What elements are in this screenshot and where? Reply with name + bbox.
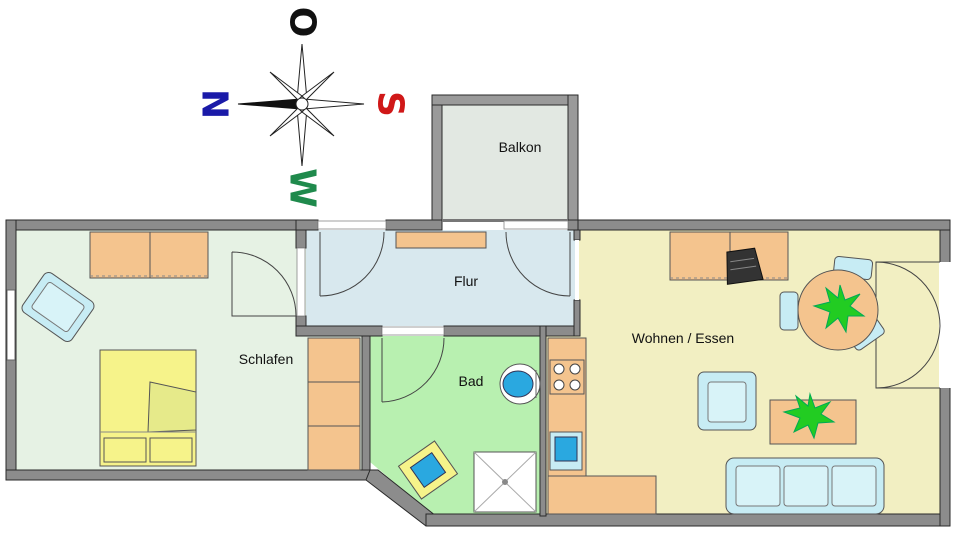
wall-closet-bad [361,335,371,471]
kitchen-counter-bottom [547,475,657,515]
walls [5,94,951,527]
closet-b [307,381,361,427]
armchair-schlafen [21,271,95,343]
wall-balkon-bottom [442,219,568,222]
doors [231,220,941,403]
bed-pillow-b [149,437,193,463]
armchair-wohnen [697,371,757,431]
wall-flur-top-a [295,219,319,231]
compass-point-ne [269,71,303,101]
schlafen-furniture [21,231,361,471]
stove [549,359,585,395]
wall-top-left [5,219,307,231]
wall-bad-kitchen [539,325,547,517]
wall-flur-wohnen-b [573,299,581,337]
compass-point-south [303,98,365,110]
wall-schlafen-flur-a [295,229,307,249]
wall-top-right [577,219,951,231]
wall-bottom-right [425,513,951,527]
sink-basin [554,436,578,462]
burner-2 [569,363,581,375]
door-gap-schlafen [296,247,306,317]
wohnen-furniture [669,231,885,515]
balkon-floor [442,105,568,220]
compass-point-se [301,71,335,101]
closet-c [307,425,361,471]
compass-center [295,97,309,111]
door-gap-wohnen [575,240,579,300]
washbasin [499,363,541,405]
compass-point-nw [269,107,303,137]
doorway-right [939,262,951,388]
closet-a [307,337,361,383]
wall-balkon-top [431,94,579,106]
room-label-flur: Flur [454,273,478,289]
wardrobe-schlafen-b [149,231,209,279]
door-wohnen-bottom [875,325,941,389]
wall-balkon-left [431,94,443,221]
wall-flur-top-b [385,219,443,231]
wall-flur-bottom-b [443,325,579,337]
compass-label-east: O [282,7,323,38]
kitchen [547,337,657,515]
wall-bottom-left [5,469,371,481]
door-gap-flur-right [503,220,569,230]
bed-blanket-fold [147,381,197,433]
door-flur-left [319,231,385,297]
compass-point-sw [301,107,335,137]
wardrobe-schlafen-a [89,231,151,279]
room-label-wohnen: Wohnen / Essen [632,330,734,346]
room-label-balkon: Balkon [499,139,542,155]
bad-furniture [397,363,541,513]
window-left [6,289,16,361]
plant-dining [812,284,866,334]
bed-pillow-a [103,437,147,463]
compass-label-north: N [194,89,235,119]
door-gap-bad [381,326,445,336]
dining-chair-left [779,291,799,331]
sideboard-a [669,231,731,281]
door-bad [381,337,445,403]
wall-flur-wohnen [573,229,581,241]
plant-coffee [782,392,836,440]
tv [726,247,764,285]
door-flur-right [505,231,571,297]
flur-cabinet [395,231,487,249]
sofa [725,457,885,515]
compass-point-west [296,107,308,167]
wall-balkon-right [567,94,579,221]
compass-point-north [237,98,301,110]
door-gap-flur-left [317,220,387,230]
shower [473,451,537,513]
wall-flur-bottom-a [295,325,383,337]
burner-3 [553,379,565,391]
compass-rose: N S O W [194,7,411,208]
door-schlafen [231,251,297,317]
compass-label-south: S [370,91,411,117]
burner-4 [569,379,581,391]
room-label-bad: Bad [459,373,484,389]
compass-point-east [296,43,308,101]
room-label-schlafen: Schlafen [239,351,293,367]
wall-flur-top-c [567,219,579,231]
toilet [397,440,459,500]
compass-label-west: W [282,168,323,208]
burner-1 [553,363,565,375]
